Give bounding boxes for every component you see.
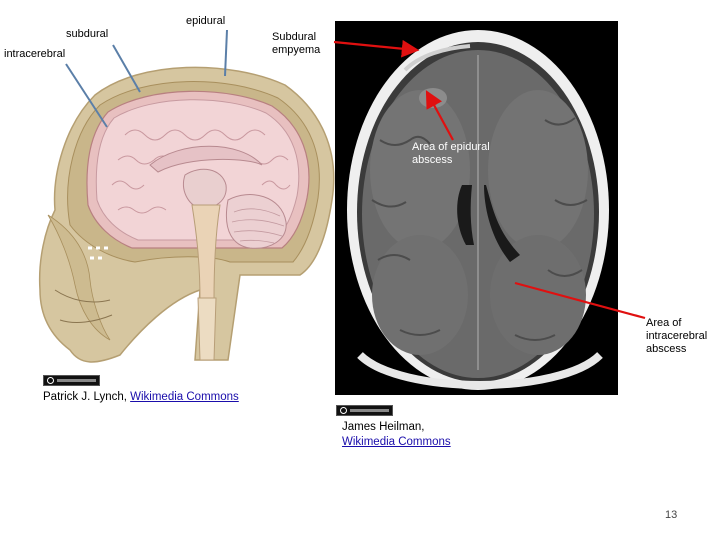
arrow-epidural-abscess	[425, 90, 454, 141]
cc-icon	[47, 377, 54, 384]
label-subdural: subdural	[66, 28, 109, 40]
label-intracerebral-abscess-line2: intracerebral	[646, 330, 708, 342]
label-epidural: epidural	[186, 15, 226, 27]
arrow-subdural-empyema	[333, 39, 420, 58]
ct-scan-image	[335, 21, 618, 395]
pointer-epidural	[224, 29, 228, 77]
credit-left-author: Patrick J. Lynch,	[43, 391, 131, 403]
page-number: 13	[665, 509, 678, 521]
label-subdural-empyema-line1: Subdural	[272, 31, 317, 43]
credit-right-author: James Heilman,	[342, 421, 425, 433]
credit-left: Patrick J. Lynch, Wikimedia Commons	[43, 390, 239, 405]
label-intracerebral-abscess: Area of intracerebral abscess	[646, 317, 707, 356]
head-illustration	[38, 66, 335, 363]
arrow-intracerebral-abscess	[514, 281, 646, 320]
credit-left-link[interactable]: Wikimedia Commons	[130, 391, 239, 403]
red-arrows	[333, 39, 646, 320]
pointer-intracerebral	[65, 63, 108, 128]
cc-license-badge-right[interactable]	[336, 405, 393, 416]
label-epidural-abscess-line1: Area of epidural	[412, 141, 490, 153]
cc-license-badge-left[interactable]	[43, 375, 100, 386]
label-subdural-empyema: Subdural empyema	[272, 31, 320, 57]
label-epidural-abscess: Area of epidural abscess	[412, 141, 490, 167]
label-intracerebral-abscess-line1: Area of	[646, 317, 682, 329]
credit-right-link[interactable]: Wikimedia Commons	[342, 436, 451, 448]
label-subdural-empyema-line2: empyema	[272, 44, 321, 56]
credit-right: James Heilman, Wikimedia Commons	[342, 420, 451, 450]
label-intracerebral: intracerebral	[4, 48, 66, 60]
label-intracerebral-abscess-line3: abscess	[646, 343, 687, 355]
pointer-lines	[65, 29, 228, 128]
pointer-subdural	[112, 44, 141, 93]
cc-icon	[340, 407, 347, 414]
label-epidural-abscess-line2: abscess	[412, 154, 453, 166]
